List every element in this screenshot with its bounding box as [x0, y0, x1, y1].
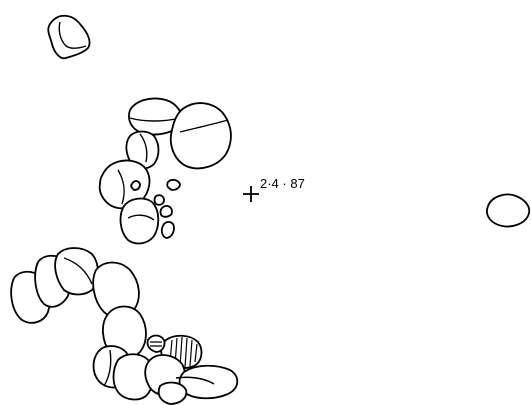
stone-cluster-lower [10, 247, 239, 405]
level-label: 2·4 · 87 [260, 176, 305, 191]
level-marker: 2·4 · 87 [243, 176, 305, 202]
stone-cluster-upper [98, 97, 232, 245]
stone-top-left [47, 14, 91, 60]
stone-right [486, 193, 531, 228]
